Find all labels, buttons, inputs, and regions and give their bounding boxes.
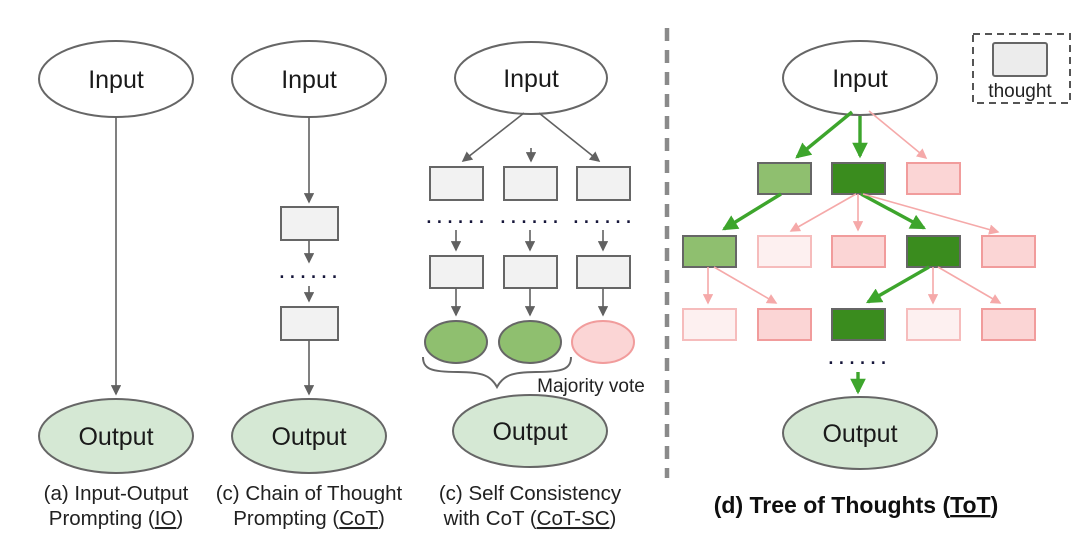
tot-node-r1c1-green <box>757 162 812 195</box>
cotsc-input-label: Input <box>503 65 559 93</box>
tot-arrow-pink-r2c1-r3c2 <box>713 266 778 304</box>
io-output-node <box>38 398 194 474</box>
cot-caption-line1: (c) Chain of Thought <box>216 482 403 505</box>
cotsc-thought-box-r2c3 <box>576 255 631 289</box>
cotsc-thought-box-r1c3 <box>576 166 631 201</box>
cotsc-thought-box-r1c1 <box>429 166 484 201</box>
tot-arrow-green-r2c4-r3c3 <box>865 265 930 304</box>
cotsc-result-node-green-2 <box>498 320 562 364</box>
tot-node-r3c4-faint-pink <box>906 308 961 341</box>
tot-node-r1c3-pink <box>906 162 961 195</box>
tot-node-r2c2-faint-pink <box>757 235 812 268</box>
panel-cot: Input ...... Output (c) Chain of Thought… <box>216 40 403 530</box>
cotsc-result-node-green-1 <box>424 320 488 364</box>
cot-output-node <box>231 398 387 474</box>
tot-node-r3c2-pink <box>757 308 812 341</box>
majority-vote-brace <box>422 356 572 390</box>
cot-output-label: Output <box>271 423 346 451</box>
tot-node-r2c4-dark-green <box>906 235 961 268</box>
cot-thought-box-2 <box>280 306 339 341</box>
cotsc-dots-2: ...... <box>498 209 561 227</box>
cotsc-thought-box-r1c2 <box>503 166 558 201</box>
panel-io: Input Output (a) Input-Output Prompting … <box>38 40 194 530</box>
tot-arrow-pink-r1c2-r2c2 <box>789 193 857 232</box>
io-caption-line2: Prompting (IO) <box>49 507 183 530</box>
tot-node-r2c1-green <box>682 235 737 268</box>
io-output-label: Output <box>78 423 153 451</box>
tot-arrow-pink-r2c4-r3c5 <box>937 266 1002 304</box>
tot-node-r2c3-pink <box>831 235 886 268</box>
tot-node-r3c5-pink <box>981 308 1036 341</box>
tot-node-r1c2-dark-green <box>831 162 886 195</box>
cot-input-label: Input <box>281 66 337 94</box>
cot-caption-line2: Prompting (CoT) <box>233 507 385 530</box>
cotsc-input-node <box>454 41 608 115</box>
tot-arrow-pink-r1c2-r2c5 <box>862 193 1000 235</box>
cotsc-caption-line1: (c) Self Consistency <box>439 482 622 505</box>
tot-caption: (d) Tree of Thoughts (ToT) <box>714 492 998 518</box>
legend-thought-label: thought <box>988 81 1052 102</box>
legend-thought-box <box>992 42 1048 77</box>
tot-node-r2c5-pink <box>981 235 1036 268</box>
io-input-label: Input <box>88 66 144 94</box>
tot-arrow-pink-input-r1c3 <box>868 110 928 159</box>
tot-node-r3c1-faint-pink <box>682 308 737 341</box>
tot-node-r3c3-dark-green <box>831 308 886 341</box>
panel-tot: Input thought <box>682 33 1071 518</box>
cotsc-dots-1: ...... <box>424 209 487 227</box>
cotsc-output-node <box>452 394 608 468</box>
cotsc-result-node-pink <box>571 320 635 364</box>
panel-cotsc: Input ...... ...... ...... Majority vote… <box>422 41 645 530</box>
majority-vote-label: Majority vote <box>537 376 645 397</box>
cotsc-branch-arrow-left <box>461 112 525 162</box>
tot-arrow-green-input-r1c1 <box>795 110 854 159</box>
cotsc-caption-line2: with CoT (CoT-SC) <box>443 507 617 530</box>
cotsc-thought-box-r2c2 <box>503 255 558 289</box>
cot-ellipsis-dots: ...... <box>277 264 340 282</box>
thought-legend: thought <box>972 33 1071 104</box>
tot-input-label: Input <box>832 65 888 93</box>
tot-arrow-green-r1c1-r2c1 <box>722 192 782 231</box>
tot-input-node <box>782 40 938 116</box>
cotsc-thought-box-r2c1 <box>429 255 484 289</box>
tot-arrow-green-r1c2-r2c4 <box>860 192 927 230</box>
tot-ellipsis-dots: ...... <box>826 350 889 368</box>
cotsc-output-label: Output <box>492 418 567 446</box>
cot-thought-box-1 <box>280 206 339 241</box>
io-caption-line1: (a) Input-Output <box>44 482 189 505</box>
tot-output-label: Output <box>822 420 897 448</box>
cotsc-dots-3: ...... <box>571 209 634 227</box>
cotsc-branch-arrow-right <box>538 112 601 162</box>
tot-output-node <box>782 396 938 470</box>
